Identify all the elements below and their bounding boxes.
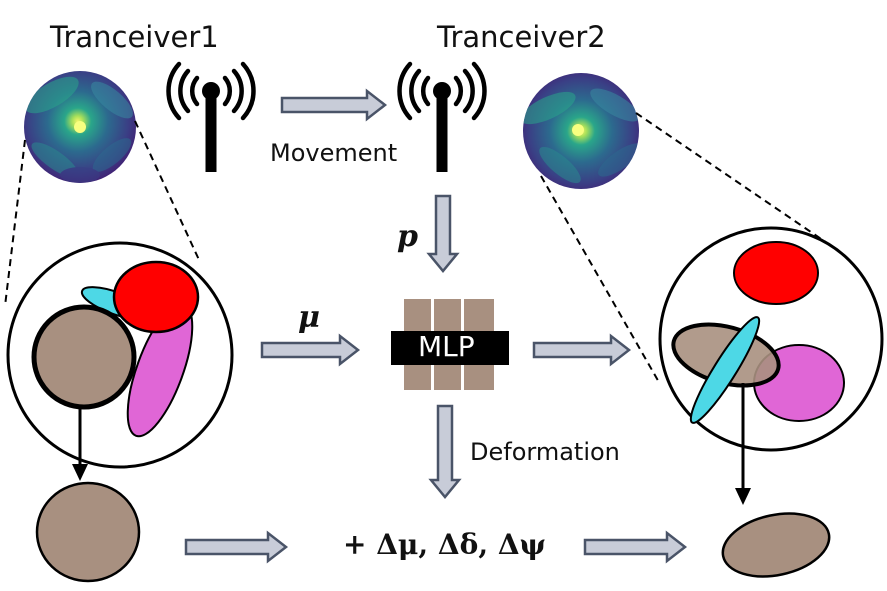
mu-arrow bbox=[260, 333, 361, 367]
bottom-arrow-right bbox=[583, 530, 688, 564]
red-gaussian bbox=[733, 241, 819, 305]
movement-arrow bbox=[280, 88, 388, 122]
heatmap-field-icon bbox=[523, 73, 639, 189]
flow-arrows bbox=[184, 88, 688, 564]
heatmap-field-icon bbox=[24, 71, 136, 183]
cyan-gaussian bbox=[689, 316, 761, 424]
extract-arrow-right bbox=[735, 383, 751, 505]
extract-arrow-left bbox=[72, 407, 88, 481]
deformation-arrow bbox=[428, 404, 462, 499]
position-symbol: p bbox=[397, 219, 418, 254]
brown-gaussian-before bbox=[35, 481, 141, 583]
mu-symbol: μ bbox=[298, 300, 320, 335]
red-gaussian bbox=[112, 260, 200, 334]
mlp-out-arrow bbox=[532, 333, 632, 367]
bottom-arrow-left bbox=[184, 530, 289, 564]
antenna-icon bbox=[166, 61, 256, 172]
deformation-label: Deformation bbox=[470, 438, 620, 466]
p-arrow bbox=[426, 194, 460, 273]
transceiver1-label: Tranceiver1 bbox=[50, 20, 219, 54]
left-scene-circle bbox=[6, 241, 234, 469]
antenna-icon bbox=[397, 61, 487, 172]
zoom-lines bbox=[4, 112, 831, 385]
movement-label: Movement bbox=[270, 139, 398, 167]
right-scene-circle bbox=[658, 226, 884, 452]
transceiver2-label: Tranceiver2 bbox=[437, 20, 606, 54]
mlp-label: MLP bbox=[418, 330, 475, 363]
delta-formula: + Δμ, Δδ, Δψ bbox=[343, 528, 546, 561]
brown-gaussian-after bbox=[721, 512, 831, 578]
mlp-block bbox=[391, 299, 509, 390]
brown-gaussian bbox=[31, 304, 137, 410]
